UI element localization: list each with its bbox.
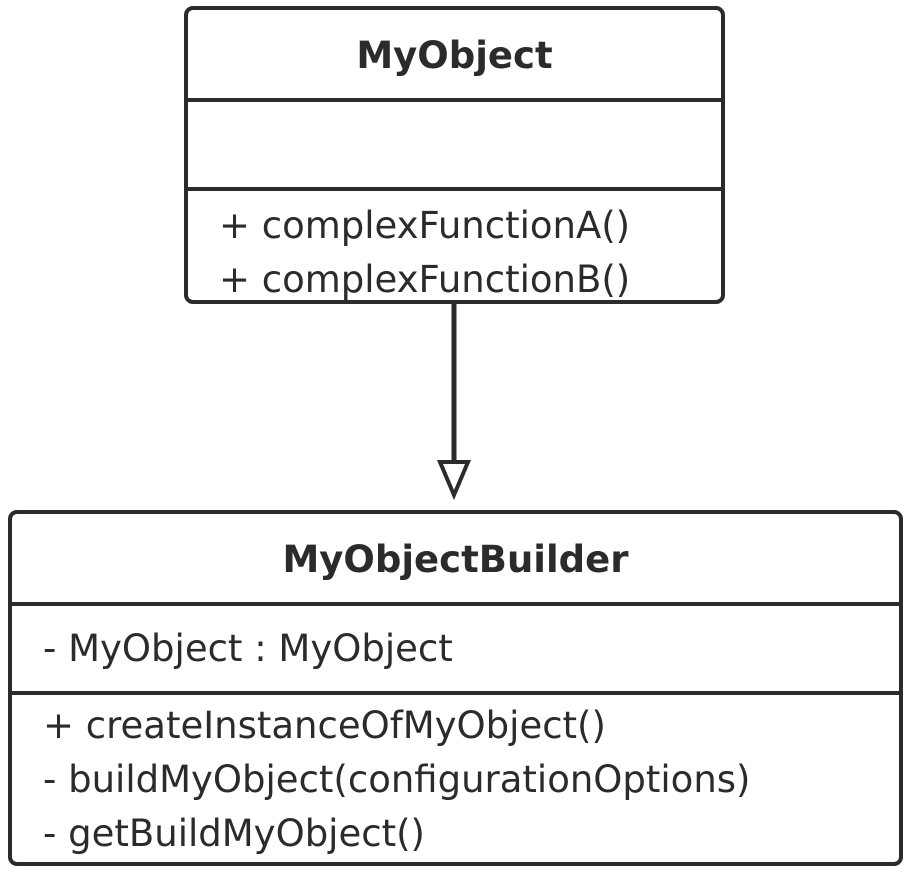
method-row: + complexFunctionB()	[219, 258, 631, 301]
class-name-section: MyObjectBuilder	[12, 514, 899, 606]
method-row: - buildMyObject(configurationOptions)	[43, 758, 751, 801]
class-attributes-section	[188, 102, 721, 191]
method-row: - getBuildMyObject()	[43, 812, 425, 855]
class-box-myobjectbuilder[interactable]: MyObjectBuilder - MyObject : MyObject + …	[8, 510, 903, 866]
attribute-row: - MyObject : MyObject	[43, 627, 453, 670]
class-methods-section: + complexFunctionA() + complexFunctionB(…	[188, 191, 721, 301]
class-box-myobject[interactable]: MyObject + complexFunctionA() + complexF…	[184, 6, 725, 304]
method-row: + createInstanceOfMyObject()	[43, 704, 606, 747]
class-attributes-section: - MyObject : MyObject	[12, 606, 899, 695]
class-methods-section: + createInstanceOfMyObject() - buildMyOb…	[12, 695, 899, 861]
class-name: MyObjectBuilder	[282, 538, 629, 581]
class-name-section: MyObject	[188, 10, 721, 102]
method-row: + complexFunctionA()	[219, 204, 631, 247]
relationship-arrowhead-icon	[436, 460, 472, 501]
class-name: MyObject	[356, 34, 553, 77]
